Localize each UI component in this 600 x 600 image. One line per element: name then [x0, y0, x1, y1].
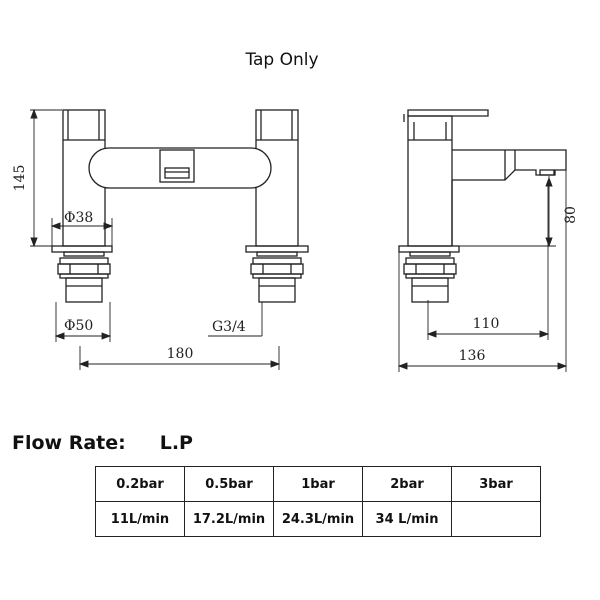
- dim-phi50-label: Φ50: [64, 318, 93, 334]
- flow-rate-heading: Flow Rate: L.P: [12, 432, 193, 454]
- dim-g34: [208, 302, 263, 337]
- left-pillar: [51, 109, 113, 303]
- pressure-cell: 3bar: [451, 466, 541, 502]
- dim-g34-label: G3/4: [212, 319, 246, 335]
- rate-cell: 11L/min: [95, 501, 185, 537]
- flow-rate-table: 0.2bar 0.5bar 1bar 2bar 3bar 11L/min 17.…: [95, 466, 541, 537]
- rate-row: 11L/min 17.2L/min 24.3L/min 34 L/min: [95, 501, 541, 537]
- dim-145-label: 145: [12, 165, 28, 192]
- side-view: 80 110 136: [397, 109, 579, 372]
- dim-80: [459, 176, 556, 248]
- rate-cell: 24.3L/min: [273, 501, 363, 537]
- dim-phi38-label: Φ38: [64, 210, 93, 226]
- flow-rate-label: Flow Rate:: [12, 432, 126, 454]
- dim-80-label: 80: [563, 206, 579, 224]
- diagram-title: Tap Only: [245, 50, 319, 70]
- dim-180: [78, 346, 281, 370]
- pressure-row: 0.2bar 0.5bar 1bar 2bar 3bar: [95, 466, 541, 502]
- right-pillar: [245, 109, 309, 303]
- dim-110-label: 110: [473, 316, 500, 332]
- pressure-type-label: L.P: [159, 432, 193, 454]
- dim-145: [30, 108, 62, 248]
- dim-136: [397, 170, 568, 372]
- pressure-cell: 0.5bar: [184, 466, 274, 502]
- dim-136-label: 136: [459, 348, 486, 364]
- rate-cell: [451, 501, 541, 537]
- tap-technical-drawing: 145 Φ38 Φ50 G3/4: [12, 108, 579, 372]
- pressure-cell: 2bar: [362, 466, 452, 502]
- spout-body: [88, 147, 272, 189]
- pressure-cell: 0.2bar: [95, 466, 185, 502]
- dim-110: [426, 180, 550, 340]
- dim-phi50: [54, 302, 112, 342]
- dim-180-label: 180: [167, 346, 194, 362]
- front-view: 145 Φ38 Φ50 G3/4: [12, 108, 309, 370]
- dim-phi38: [50, 218, 114, 246]
- pressure-cell: 1bar: [273, 466, 363, 502]
- rate-cell: 17.2L/min: [184, 501, 274, 537]
- rate-cell: 34 L/min: [362, 501, 452, 537]
